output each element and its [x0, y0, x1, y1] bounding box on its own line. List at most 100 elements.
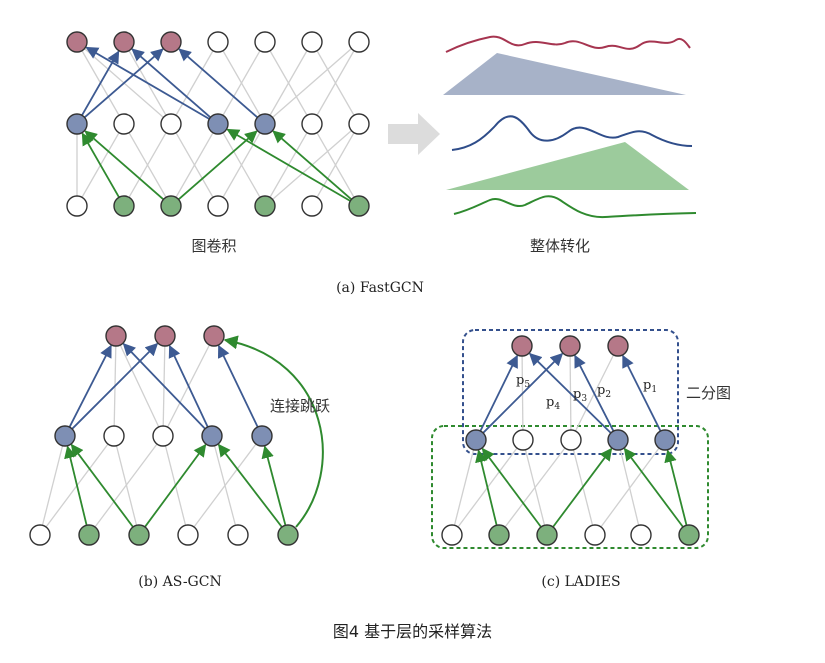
- bipartite-box-green: [431, 425, 709, 549]
- mid-node: [560, 429, 582, 451]
- top-node: [301, 31, 323, 53]
- gray-edge: [311, 41, 360, 125]
- green-edge: [481, 447, 542, 528]
- green-edges: [81, 128, 353, 202]
- graph-nodes: [66, 31, 370, 217]
- green-edge: [217, 443, 283, 528]
- skip-connection-arrow: [223, 335, 324, 528]
- green-edge: [272, 130, 353, 201]
- prob-label-p1: p1: [643, 378, 657, 395]
- bottom-node: [160, 195, 182, 217]
- overall-transform-label: 整体转化: [530, 237, 590, 255]
- mid-node: [512, 429, 534, 451]
- prob-labels: p5 p4 p3 p2 p1: [516, 373, 657, 412]
- blue-edge: [217, 344, 259, 428]
- prob-label-p3: p3: [573, 387, 587, 404]
- top-node: [66, 31, 88, 53]
- bottom-node: [207, 195, 229, 217]
- green-edge: [261, 445, 287, 526]
- bottom-node: [678, 524, 700, 546]
- top-node: [160, 31, 182, 53]
- top-node: [254, 31, 276, 53]
- mid-node: [103, 425, 125, 447]
- gray-edge: [498, 439, 572, 536]
- bottom-node: [227, 524, 249, 546]
- caption-a: (a) FastGCN: [336, 280, 424, 296]
- prob-label-p2: p2: [597, 383, 611, 400]
- skip-connection-label: 连接跳跃: [270, 397, 330, 415]
- blue-edge: [85, 46, 210, 120]
- bottom-node: [128, 524, 150, 546]
- green-distribution-curve: [453, 195, 697, 219]
- blue-edges: [68, 342, 259, 430]
- transform-arrow: [388, 113, 440, 155]
- bottom-node: [584, 524, 606, 546]
- bottom-node: [66, 195, 88, 217]
- mid-node: [201, 425, 223, 447]
- bottom-node: [441, 524, 463, 546]
- blue-triangle: [443, 53, 686, 95]
- blue-edges: [479, 352, 662, 434]
- green-edge: [64, 445, 88, 526]
- green-edge: [177, 130, 258, 201]
- mid-node: [160, 113, 182, 135]
- green-edge: [475, 449, 498, 526]
- bottom-node: [254, 195, 276, 217]
- green-edge: [623, 447, 684, 528]
- gray-edge: [217, 41, 266, 125]
- gray-edge: [311, 123, 360, 207]
- graph-nodes: [29, 325, 299, 546]
- caption-b: (b) AS-GCN: [138, 574, 221, 590]
- top-node: [203, 325, 225, 347]
- green-edges: [64, 443, 287, 528]
- mid-node: [348, 113, 370, 135]
- top-node: [154, 325, 176, 347]
- bottom-node: [536, 524, 558, 546]
- gray-edge: [88, 435, 164, 536]
- mid-node: [207, 113, 229, 135]
- blue-edge: [622, 354, 662, 432]
- gray-edge: [451, 439, 477, 536]
- bottom-node: [488, 524, 510, 546]
- graph-nodes: [441, 335, 700, 546]
- mid-node: [152, 425, 174, 447]
- gray-edge: [115, 335, 164, 437]
- green-edge: [226, 128, 351, 202]
- green-edge: [664, 449, 688, 526]
- green-triangle: [446, 142, 689, 190]
- bottom-node: [29, 524, 51, 546]
- top-node: [105, 325, 127, 347]
- bottom-node: [630, 524, 652, 546]
- bottom-node: [113, 195, 135, 217]
- gray-edge: [264, 41, 360, 125]
- blue-edge: [122, 343, 206, 430]
- mid-node: [113, 113, 135, 135]
- caption-c: (c) LADIES: [541, 574, 620, 590]
- gray-edge: [264, 41, 313, 125]
- mid-node: [254, 113, 276, 135]
- top-node: [348, 31, 370, 53]
- top-node: [113, 31, 135, 53]
- blue-edge: [71, 342, 159, 430]
- green-edge: [144, 443, 207, 528]
- top-node: [511, 335, 533, 357]
- bottom-node: [277, 524, 299, 546]
- top-node: [559, 335, 581, 357]
- gray-edge: [123, 123, 172, 207]
- gray-edge: [170, 123, 219, 207]
- prob-label-p4: p4: [546, 395, 560, 412]
- bipartite-box-blue: [462, 329, 679, 455]
- bottom-node: [78, 524, 100, 546]
- blue-edge: [178, 48, 259, 119]
- panel-asgcn: 连接跳跃 (b) AS-GCN: [29, 325, 330, 590]
- prob-label-p5: p5: [516, 373, 530, 390]
- bottom-node: [348, 195, 370, 217]
- green-edges: [475, 447, 688, 528]
- blue-edge: [574, 354, 615, 432]
- mid-node: [465, 429, 487, 451]
- mid-node: [607, 429, 629, 451]
- mid-node: [54, 425, 76, 447]
- panel-fastgcn: 图卷积 整体转化 (a) FastGCN: [66, 31, 697, 296]
- graph-convolution-label: 图卷积: [191, 237, 236, 255]
- blue-edge: [83, 48, 164, 119]
